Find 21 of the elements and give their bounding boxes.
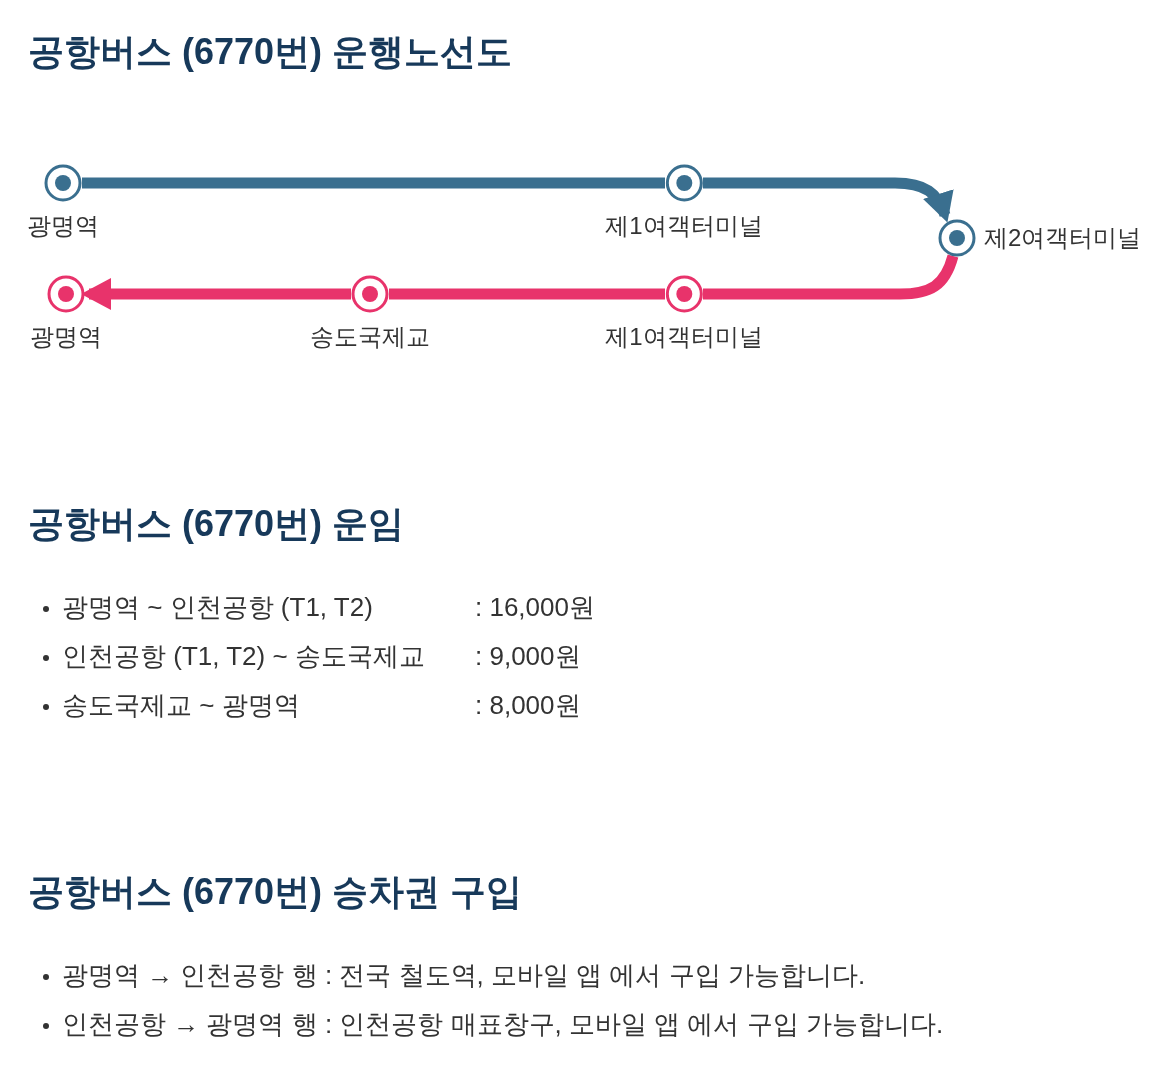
station-name: 광명역	[27, 211, 99, 241]
list-item-text: 광명역 → 인천공항 행 : 전국 철도역, 모바일 앱 에서 구입 가능합니다.	[62, 959, 866, 992]
title: 공항버스 (6770번) 운행노선도	[28, 30, 513, 74]
station-name: 제2여객터미널	[984, 223, 1142, 253]
fare-value: : 8,000원	[475, 689, 581, 722]
list-item-text: 송도국제교 ~ 광명역	[62, 689, 300, 722]
list-item-text: 광명역 ~ 인천공항 (T1, T2)	[62, 591, 373, 624]
route-line	[82, 177, 665, 189]
station-name: 제1여객터미널	[605, 211, 763, 241]
station-name: 송도국제교	[310, 322, 430, 352]
list-item-text: 인천공항 → 광명역 행 : 인천공항 매표창구, 모바일 앱 에서 구입 가능합니다.	[62, 1008, 944, 1041]
list-item-text: 인천공항 (T1, T2) ~ 송도국제교	[62, 640, 425, 673]
route-arrow	[81, 278, 351, 310]
fare-value: : 9,000원	[475, 640, 581, 673]
station-name: 광명역	[30, 322, 102, 352]
section-heading: 공항버스 (6770번) 승차권 구입	[28, 870, 523, 914]
route-arrow	[703, 177, 953, 223]
route-line	[389, 288, 665, 300]
section-heading: 공항버스 (6770번) 운임	[28, 502, 405, 546]
station-name: 제1여객터미널	[605, 322, 763, 352]
fare-value: : 16,000원	[475, 591, 595, 624]
